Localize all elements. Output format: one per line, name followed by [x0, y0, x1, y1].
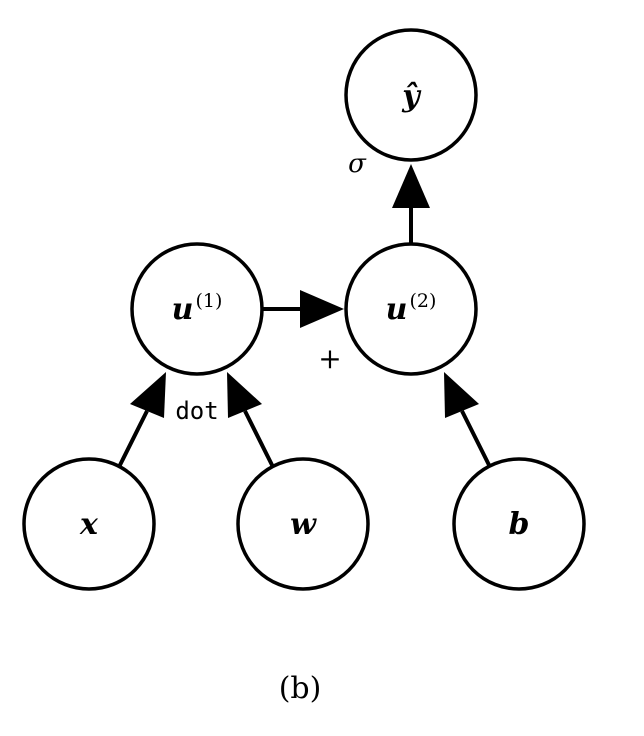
op-plus-label: + — [318, 342, 341, 375]
node-w: w — [236, 457, 370, 591]
edges — [117, 164, 492, 468]
node-yhat-label: ŷ — [401, 79, 422, 114]
node-b: b — [452, 457, 586, 591]
edge-u1-to-u2-arrowhead — [300, 290, 344, 328]
edge-b-to-u2-arrowhead — [444, 372, 479, 418]
node-x-label: x — [79, 507, 99, 542]
node-u1: u(1) — [130, 242, 264, 376]
figure-caption: (b) — [279, 671, 322, 706]
node-u2-superscript: (2) — [409, 290, 436, 312]
edge-x-to-u1 — [117, 410, 149, 468]
node-yhat: ŷ — [344, 28, 478, 162]
node-w-label: w — [290, 507, 317, 542]
op-sigma-label: σ — [348, 149, 367, 179]
node-x: x — [22, 457, 156, 591]
svg-text:u(1): u(1) — [172, 290, 223, 327]
node-b-label: b — [509, 507, 530, 542]
edge-w-to-u1 — [243, 410, 275, 468]
edge-b-to-u2 — [460, 410, 492, 468]
op-dot-label: dot — [175, 397, 218, 425]
node-u1-label: u — [172, 292, 194, 327]
edge-x-to-u1-arrowhead — [130, 372, 166, 418]
node-u1-superscript: (1) — [195, 290, 222, 312]
svg-text:u(2): u(2) — [386, 290, 437, 327]
node-u2: u(2) — [344, 242, 478, 376]
edge-u2-to-yhat-arrowhead — [392, 164, 430, 208]
node-u2-label: u — [386, 292, 408, 327]
edge-w-to-u1-arrowhead — [227, 372, 262, 418]
